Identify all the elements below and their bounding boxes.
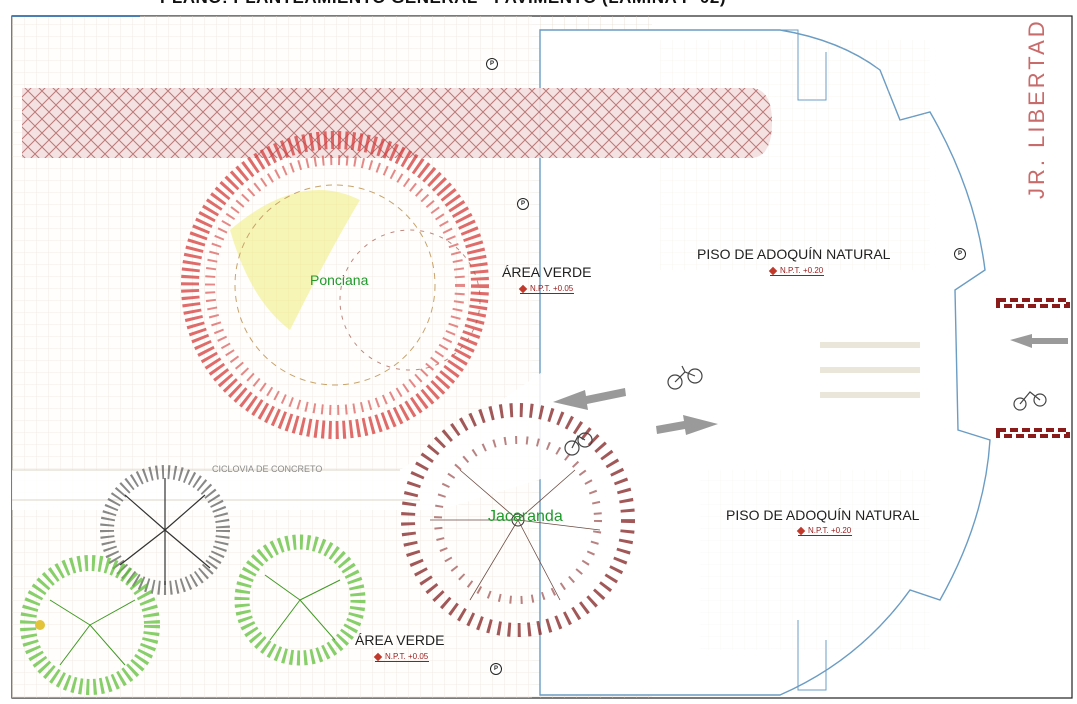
jacaranda-tree-symbol <box>401 403 635 637</box>
npt-piso-top: N.P.T. +0.20 <box>770 266 825 276</box>
green-tree-symbols <box>20 534 366 695</box>
npt-area-verde-bottom: N.P.T. +0.05 <box>375 652 430 662</box>
marker-pin-icon: P <box>954 248 966 260</box>
ponciana-label: Ponciana <box>310 272 369 288</box>
plaza-light-stripes <box>820 342 920 398</box>
piso-adoquin-label-top: PISO DE ADOQUÍN NATURAL <box>697 246 891 262</box>
marker-pin-icon: P <box>486 58 498 70</box>
area-verde-label-bottom: ÁREA VERDE <box>355 632 445 648</box>
herringbone-paving-band <box>22 88 772 158</box>
jacaranda-label: Jacaranda <box>488 508 563 525</box>
ponciana-tree-symbol <box>181 131 489 439</box>
bike-lane-strip <box>12 270 700 510</box>
street-lane-markings <box>996 298 1070 438</box>
marker-pin-icon: P <box>517 198 529 210</box>
npt-area-verde-top: N.P.T. +0.05 <box>520 284 575 294</box>
ciclovia-label: CICLOVIA DE CONCRETO <box>212 464 323 474</box>
npt-piso-bottom: N.P.T. +0.20 <box>798 526 853 536</box>
bicycle-icons <box>564 365 1047 456</box>
marker-pin-icon: P <box>490 663 502 675</box>
street-name-label: JR. LIBERTAD <box>1024 18 1049 200</box>
piso-adoquin-label-bottom: PISO DE ADOQUÍN NATURAL <box>726 507 920 523</box>
area-verde-label-top: ÁREA VERDE <box>502 264 592 280</box>
plan-title: PLANO: PLANTEAMIENTO GENERAL - PAVIMENTO… <box>160 0 726 8</box>
bike-lane-arrows <box>553 334 1068 435</box>
grey-tree-symbol <box>100 465 230 595</box>
